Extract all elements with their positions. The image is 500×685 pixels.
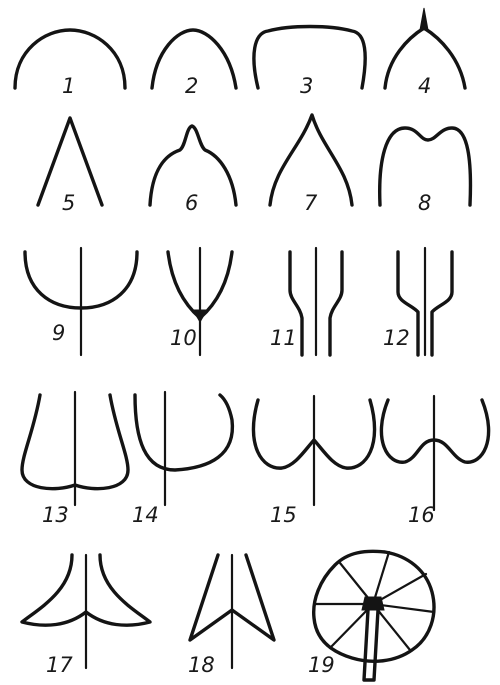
label-16: 16	[408, 503, 435, 527]
label-15: 15	[270, 503, 297, 527]
label-5: 5	[62, 191, 75, 215]
label-8: 8	[418, 191, 431, 215]
shape-13-truncate-base: 13	[22, 392, 128, 527]
label-12: 12	[383, 326, 410, 350]
label-10: 10	[170, 326, 197, 350]
label-4: 4	[418, 74, 431, 98]
shape-1-rounded: 1	[15, 30, 125, 98]
shape-9-rounded-base: 9	[25, 248, 137, 355]
shape-3-truncate: 3	[254, 27, 365, 99]
label-9: 9	[52, 321, 65, 345]
shape-18-sagittate-base: 18	[188, 555, 274, 677]
shape-4-mucronate: 4	[385, 8, 465, 98]
shape-5-acute: 5	[38, 118, 102, 215]
label-11: 11	[270, 326, 297, 350]
label-14: 14	[132, 503, 159, 527]
label-6: 6	[185, 191, 198, 215]
shape-16-auriculate-base: 16	[381, 396, 488, 527]
shape-17-hastate-base: 17	[22, 555, 150, 677]
label-2: 2	[185, 74, 198, 98]
label-3: 3	[300, 74, 313, 98]
label-1: 1	[62, 74, 75, 98]
shape-8-emarginate: 8	[380, 128, 471, 215]
shape-11-attenuate-base: 11	[270, 248, 342, 355]
shape-14-oblique-base: 14	[132, 392, 232, 527]
label-17: 17	[46, 653, 73, 677]
label-19: 19	[308, 653, 335, 677]
shape-6-acuminate: 6	[150, 126, 236, 215]
shape-12-decurrent-base: 12	[383, 248, 452, 355]
shape-19-peltate-leaf: 19	[308, 551, 434, 680]
shape-2-obtuse: 2	[152, 30, 236, 98]
label-18: 18	[188, 653, 215, 677]
shape-10-cuneate-base: 10	[168, 248, 232, 355]
label-13: 13	[42, 503, 69, 527]
shape-7-cuspidate: 7	[270, 115, 352, 215]
label-7: 7	[304, 191, 318, 215]
shape-15-cordate-base: 15	[253, 396, 374, 527]
